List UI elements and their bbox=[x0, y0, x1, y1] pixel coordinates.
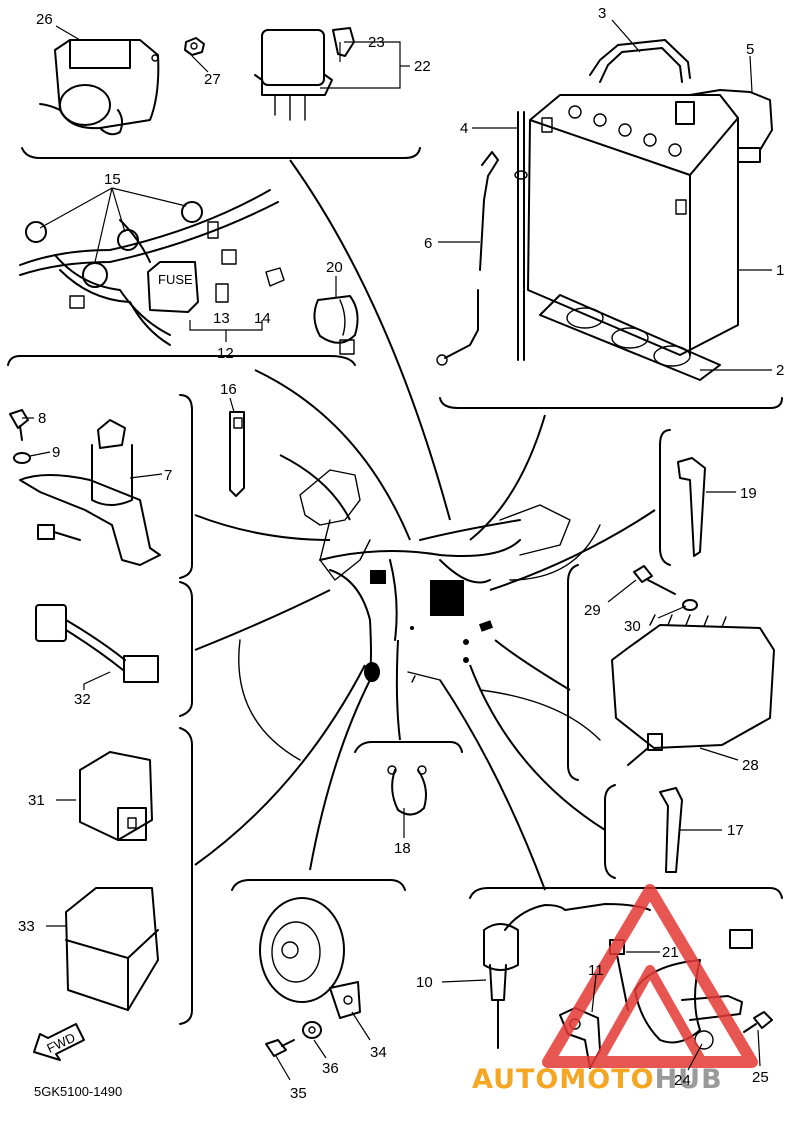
callout-4: 4 bbox=[460, 120, 468, 137]
callout-3: 3 bbox=[598, 5, 606, 22]
cable-band-17 bbox=[659, 787, 683, 873]
fuse-box-12: FUSE bbox=[147, 261, 199, 313]
horn-34 bbox=[259, 897, 361, 1019]
callout-5: 5 bbox=[746, 41, 754, 58]
part-code: 5GK5100-1490 bbox=[34, 1084, 122, 1099]
fuse-23 bbox=[332, 27, 355, 57]
rectifier-28 bbox=[611, 614, 775, 766]
battery-lead-5 bbox=[675, 89, 773, 163]
callout-24: 24 bbox=[674, 1072, 691, 1089]
callout-8: 8 bbox=[38, 410, 46, 427]
callout-numbers: 1 2 3 4 5 6 7 8 9 10 11 12 13 14 15 16 1… bbox=[18, 5, 784, 1102]
callout-29: 29 bbox=[584, 602, 601, 619]
bolt-25 bbox=[743, 1011, 773, 1033]
bolt-29 bbox=[633, 565, 676, 595]
fuse-clip-14 bbox=[265, 267, 285, 287]
callout-10: 10 bbox=[416, 974, 433, 991]
battery-1 bbox=[527, 94, 739, 356]
callout-33: 33 bbox=[18, 918, 35, 935]
callout-17: 17 bbox=[727, 822, 744, 839]
callout-1: 1 bbox=[776, 262, 784, 279]
watermark bbox=[542, 884, 758, 1068]
control-unit-33 bbox=[65, 887, 159, 1011]
ignition-coil-26 bbox=[39, 39, 160, 136]
callout-12: 12 bbox=[217, 345, 234, 362]
lead-32 bbox=[35, 604, 159, 683]
fwd-arrow: FWD bbox=[33, 1023, 85, 1061]
callout-28: 28 bbox=[742, 757, 759, 774]
callout-9: 9 bbox=[52, 444, 60, 461]
harness-clamps-15 bbox=[19, 189, 279, 346]
washer-9 bbox=[13, 452, 31, 464]
callout-23: 23 bbox=[368, 34, 385, 51]
callout-31: 31 bbox=[28, 792, 45, 809]
relay-22 bbox=[254, 29, 333, 121]
callout-22: 22 bbox=[414, 58, 431, 75]
callout-21: 21 bbox=[662, 944, 679, 961]
callout-7: 7 bbox=[164, 467, 172, 484]
cable-band-19 bbox=[677, 457, 706, 557]
battery-tray-2 bbox=[539, 294, 721, 381]
callout-13: 13 bbox=[213, 310, 230, 327]
callout-14: 14 bbox=[254, 310, 271, 327]
callout-34: 34 bbox=[370, 1044, 387, 1061]
callout-18: 18 bbox=[394, 840, 411, 857]
negative-lead-6 bbox=[436, 151, 499, 366]
leader-lines bbox=[22, 19, 772, 1081]
washer-30 bbox=[682, 599, 698, 611]
relay-31 bbox=[79, 751, 153, 841]
clamp-20 bbox=[313, 295, 359, 355]
callout-2: 2 bbox=[776, 362, 784, 379]
panel-borders bbox=[7, 147, 783, 1025]
callout-32: 32 bbox=[74, 691, 91, 708]
callout-30: 30 bbox=[624, 618, 641, 635]
spare-fuse-13 bbox=[215, 283, 229, 303]
callout-11: 11 bbox=[588, 962, 604, 979]
watermark-part1: AUTO bbox=[472, 1064, 559, 1095]
cable-band-16 bbox=[229, 411, 245, 497]
neutral-switch-10 bbox=[483, 904, 566, 1049]
clip-18 bbox=[387, 765, 427, 816]
callout-6: 6 bbox=[424, 235, 432, 252]
callout-35: 35 bbox=[290, 1085, 307, 1102]
pointer-curves bbox=[194, 159, 656, 891]
bolt-8 bbox=[9, 409, 29, 441]
callout-16: 16 bbox=[220, 381, 237, 398]
nut-27 bbox=[184, 37, 205, 56]
callout-27: 27 bbox=[204, 71, 221, 88]
fuse-label: FUSE bbox=[158, 272, 193, 287]
battery-strap-3 bbox=[589, 39, 691, 83]
breather-tube-4 bbox=[514, 111, 528, 361]
callout-36: 36 bbox=[322, 1060, 339, 1077]
callout-26: 26 bbox=[36, 11, 53, 28]
main-switch-7 bbox=[19, 419, 161, 566]
washer-36 bbox=[302, 1021, 322, 1039]
callout-20: 20 bbox=[326, 259, 343, 276]
callout-25: 25 bbox=[752, 1069, 769, 1086]
bolt-35 bbox=[265, 1039, 295, 1057]
callout-15: 15 bbox=[104, 171, 121, 188]
watermark-part2: MOTO bbox=[559, 1064, 654, 1095]
callout-19: 19 bbox=[740, 485, 757, 502]
central-harness bbox=[299, 469, 571, 683]
